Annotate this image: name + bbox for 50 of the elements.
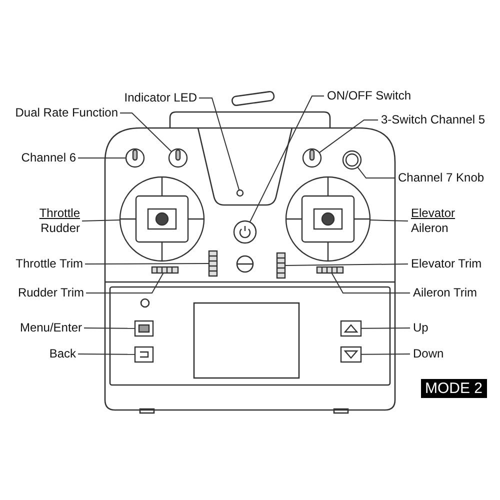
trim-slider (316, 266, 344, 274)
indicator-light (236, 189, 244, 197)
leader-line (78, 354, 136, 355)
toggle-switch (302, 148, 322, 168)
leader-line (86, 272, 164, 294)
part-label: Elevator Trim (411, 256, 482, 272)
part-label: Back (49, 346, 76, 362)
part-label: 3-Switch Channel 5 (381, 112, 486, 128)
control-stick (119, 176, 205, 262)
part-label: Throttle (39, 206, 80, 221)
part-label: Elevator (411, 206, 456, 221)
menu-button (134, 320, 154, 337)
part-label: Rudder Trim (18, 286, 84, 300)
up-button (340, 320, 362, 337)
leader-line (360, 328, 410, 329)
part-label: Aileron (411, 221, 448, 236)
back-button (134, 346, 154, 363)
trim-slider (208, 250, 218, 277)
leader-line (360, 354, 410, 355)
leader-line (318, 120, 378, 154)
leader-line (284, 264, 408, 266)
part-label: Up (413, 320, 428, 336)
leader-line (84, 263, 210, 264)
leader-line (357, 166, 396, 178)
leader-line (331, 272, 410, 294)
trim-slider (151, 266, 179, 274)
leader-line (369, 220, 408, 222)
toggle-switch (125, 148, 145, 168)
part-label: Indicator LED (124, 90, 197, 106)
leader-line (84, 328, 136, 329)
down-button (340, 346, 362, 363)
part-label: Throttle Trim (16, 256, 83, 272)
part-label: Channel 7 Knob (398, 170, 484, 186)
part-label: Down (413, 346, 444, 362)
mode-tag: MODE 2 (421, 379, 487, 398)
part-label: Aileron Trim (413, 286, 478, 300)
leader-line (82, 220, 121, 222)
part-label: Menu/Enter (20, 320, 82, 336)
toggle-switch (168, 148, 188, 168)
rotary-knob (342, 150, 362, 170)
leader-line (198, 98, 240, 191)
leader-line (249, 96, 324, 223)
part-label: Rudder (40, 221, 80, 236)
part-label: Dual Rate Function (15, 106, 118, 120)
trim-slider (276, 252, 286, 279)
leader-line (120, 112, 172, 152)
control-stick (285, 176, 371, 262)
part-label: Channel 6 (21, 150, 76, 166)
power-button (233, 220, 257, 244)
part-label: ON/OFF Switch (327, 88, 412, 104)
